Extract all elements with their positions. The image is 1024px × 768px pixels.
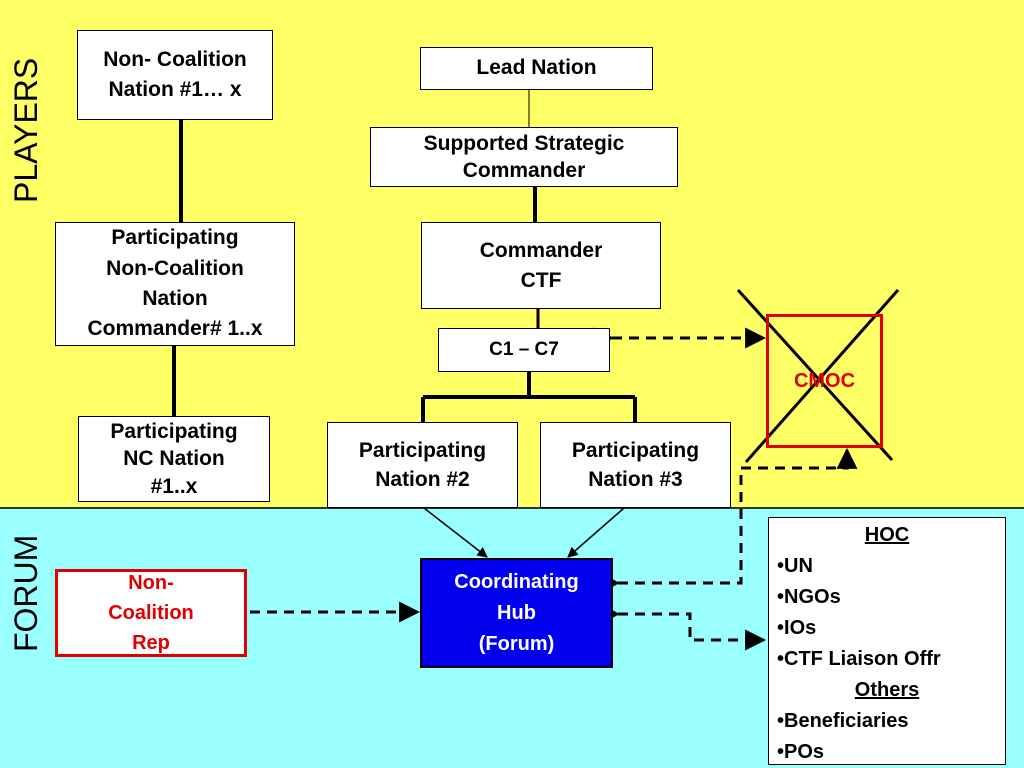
hoc-other-item: Beneficiaries [777,706,1005,737]
arrow-pn3-to-hub [567,507,625,558]
hoc-title: HOC [864,524,910,546]
hoc-other-item: POs [777,737,1005,768]
cmoc-cross-a [736,288,894,462]
dashed-hub-hoc [599,603,767,651]
dashed-hub-cmoc [599,447,858,594]
hoc-item: NGOs [777,582,1005,613]
hoc-box: HOC UN NGOs IOs CTF Liaison Offr Others … [768,517,1006,765]
cmoc-box: CMOC [766,314,883,448]
hoc-item: UN [777,551,1005,582]
lead-nation-box: Lead Nation [420,47,653,90]
hoc-others-title: Others [854,679,920,701]
arrow-pn2-to-hub [423,507,488,558]
hoc-item: IOs [777,613,1005,644]
cmoc-cross-b [744,289,900,463]
hoc-item: CTF Liaison Offr [777,644,1005,675]
c1-c7-box: C1 – C7 [438,328,610,372]
